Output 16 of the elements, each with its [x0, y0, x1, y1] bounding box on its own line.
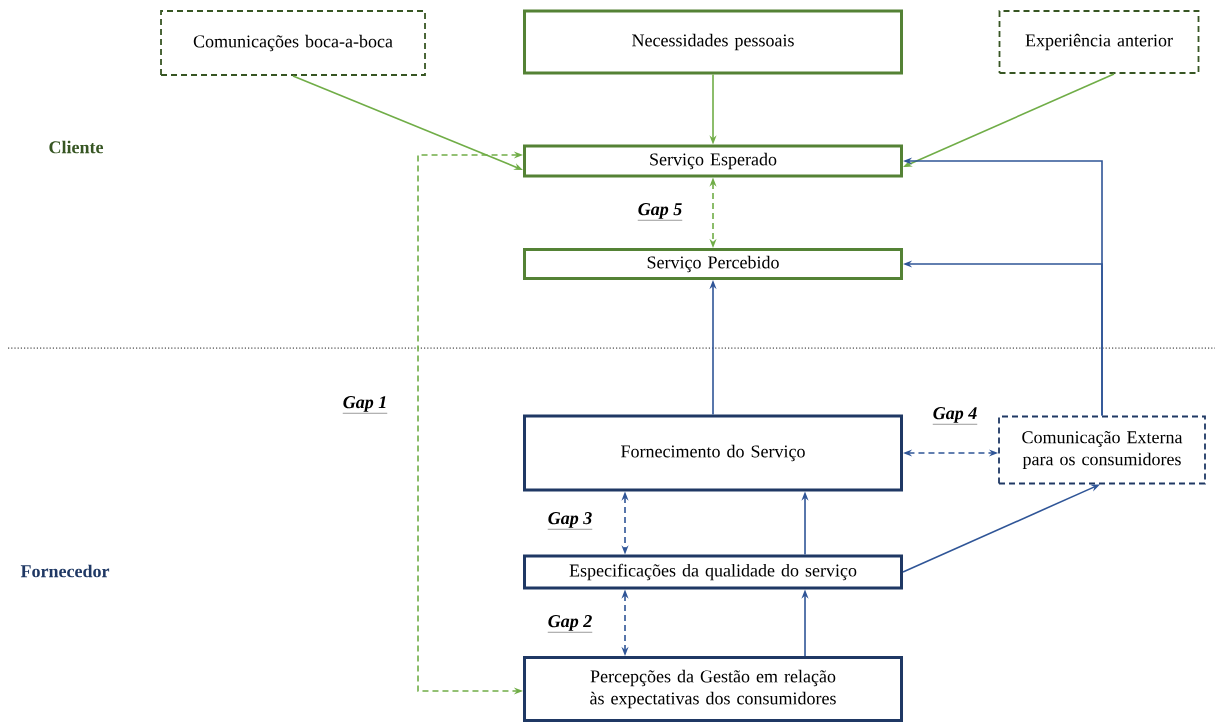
- process-box: Comunicações boca-a-boca: [160, 10, 426, 76]
- process-box: Serviço Percebido: [523, 248, 903, 280]
- process-box: Experiência anterior: [998, 10, 1200, 74]
- process-box: Comunicação Externa para os consumidores: [998, 415, 1206, 485]
- side-label: Fornecedor: [20, 564, 110, 578]
- side-label: Cliente: [49, 140, 104, 154]
- edge-label: Gap 4: [931, 406, 979, 426]
- edge-label: Gap 1: [341, 395, 389, 415]
- process-box: Serviço Esperado: [523, 144, 903, 178]
- process-box: Necessidades pessoais: [523, 9, 903, 75]
- process-box: Especificações da qualidade do serviço: [523, 554, 903, 590]
- edge-label: Gap 3: [546, 511, 594, 531]
- edge-label: Gap 5: [636, 202, 684, 222]
- process-box: Percepções da Gestão em relação às expectativas dos consumidores: [523, 656, 903, 722]
- edge-label: Gap 2: [546, 614, 594, 634]
- process-box: Fornecimento do Serviço: [523, 414, 903, 492]
